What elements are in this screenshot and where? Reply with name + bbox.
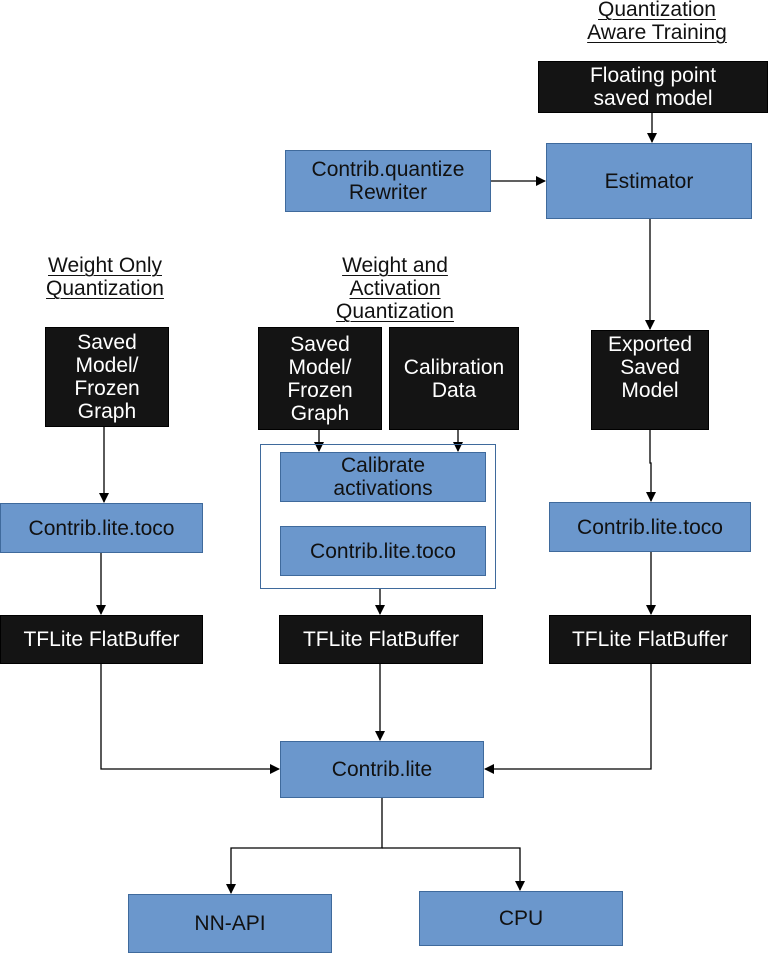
arrow-exported-model-to-toco-right bbox=[646, 430, 656, 502]
heading-weight-only-quantization: Weight Only Quantization bbox=[20, 254, 190, 300]
tflite-flatbuffer-middle-box: TFLite FlatBuffer bbox=[279, 615, 483, 664]
heading-weight-activation-line-3: Quantization bbox=[336, 300, 454, 323]
saved-model-frozen-graph-left-box: Saved Model/ Frozen Graph bbox=[45, 327, 169, 427]
calibration-group-frame bbox=[260, 444, 496, 589]
contrib-lite-box: Contrib.lite bbox=[280, 741, 484, 798]
contrib-quantize-rewriter-box: Contrib.quantize Rewriter bbox=[285, 150, 491, 212]
estimator-box: Estimator bbox=[546, 143, 752, 219]
heading-weight-activation-line-1: Weight and bbox=[342, 254, 448, 277]
tflite-flatbuffer-left-box: TFLite FlatBuffer bbox=[0, 615, 203, 664]
heading-quantization-aware-training-line-1: Quantization bbox=[598, 0, 716, 21]
heading-weight-only-line-2: Quantization bbox=[46, 277, 164, 300]
nn-api-box: NN-API bbox=[128, 894, 332, 953]
exported-saved-model-box: Exported Saved Model bbox=[591, 330, 709, 430]
calibration-data-box: Calibration Data bbox=[389, 327, 519, 430]
calibrate-activations-box: Calibrate activations bbox=[280, 452, 486, 502]
arrow-contrib-lite-split bbox=[226, 798, 383, 894]
arrow-tflite-left-to-contrib-lite bbox=[100, 664, 280, 774]
heading-weight-and-activation-quantization: Weight and Activation Quantization bbox=[305, 254, 485, 323]
arrow-tflite-right-to-contrib-lite bbox=[484, 664, 652, 774]
heading-quantization-aware-training-line-2: Aware Training bbox=[587, 21, 727, 44]
heading-weight-activation-line-2: Activation bbox=[349, 277, 441, 300]
heading-quantization-aware-training: Quantization Aware Training bbox=[562, 0, 752, 44]
saved-model-frozen-graph-middle-box: Saved Model/ Frozen Graph bbox=[258, 327, 382, 430]
heading-weight-only-line-1: Weight Only bbox=[48, 254, 162, 277]
floating-point-saved-model-box: Floating point saved model bbox=[538, 61, 768, 113]
arrow-contrib-lite-to-cpu bbox=[382, 847, 525, 891]
cpu-box: CPU bbox=[419, 891, 623, 946]
contrib-lite-toco-middle-box: Contrib.lite.toco bbox=[280, 526, 486, 576]
tflite-flatbuffer-right-box: TFLite FlatBuffer bbox=[549, 615, 751, 664]
contrib-lite-toco-left-box: Contrib.lite.toco bbox=[0, 503, 203, 553]
contrib-lite-toco-right-box: Contrib.lite.toco bbox=[549, 502, 751, 552]
